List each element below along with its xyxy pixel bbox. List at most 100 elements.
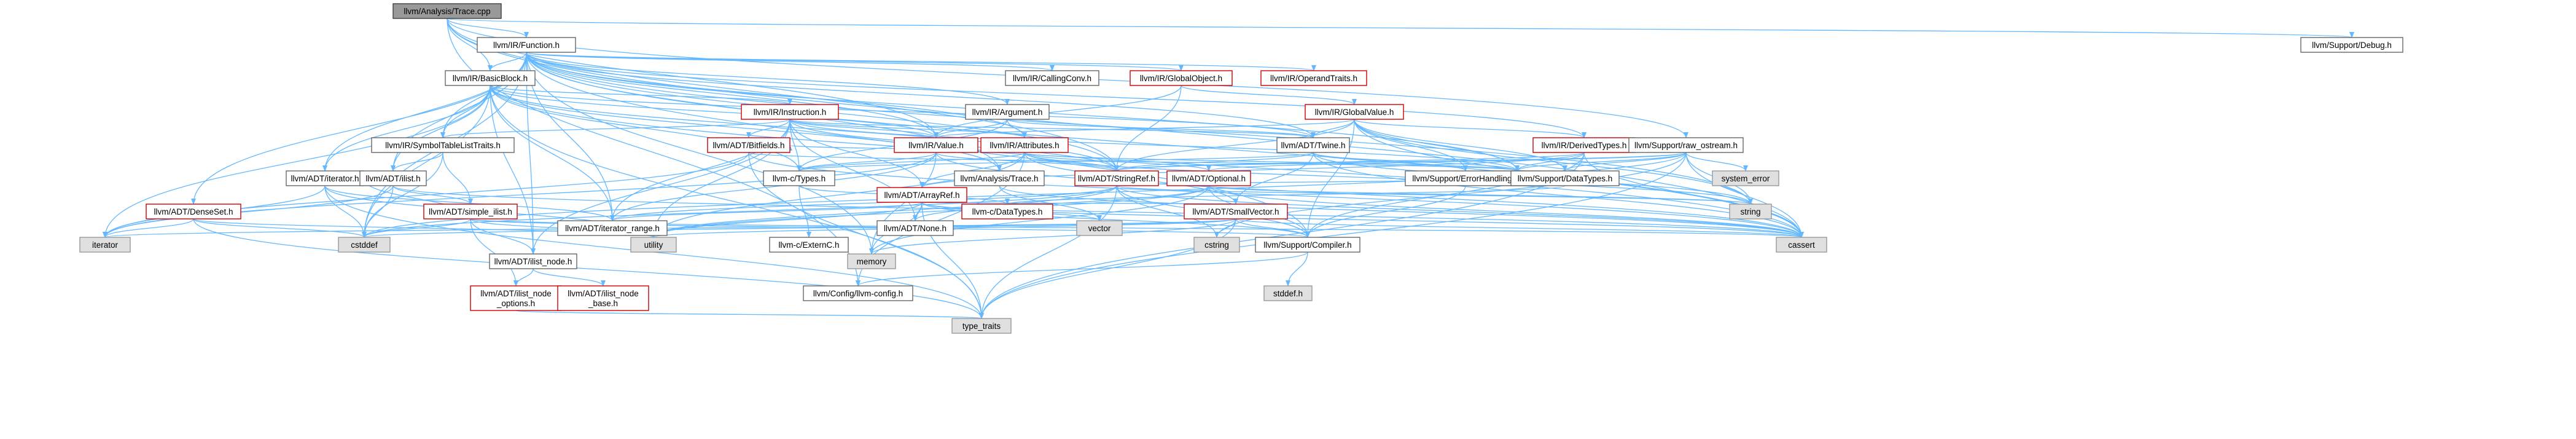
node-box	[803, 285, 913, 301]
node-box	[1263, 285, 1313, 301]
node-systemerror[interactable]: system_error	[1712, 170, 1779, 186]
node-rawostream[interactable]: llvm/Support/raw_ostream.h	[1628, 137, 1744, 153]
node-box	[769, 237, 849, 253]
node-box	[445, 70, 536, 86]
node-label: llvm/ADT/SmallVector.h	[1192, 207, 1279, 216]
node-argument[interactable]: llvm/IR/Argument.h	[965, 104, 1050, 120]
node-label: llvm/IR/DerivedTypes.h	[1542, 141, 1627, 150]
node-ilistnode[interactable]: llvm/ADT/ilist_node.h	[489, 253, 577, 269]
edge-function-to-value	[526, 52, 939, 138]
node-value[interactable]: llvm/IR/Value.h	[894, 137, 978, 153]
node-memory[interactable]: memory	[847, 253, 896, 269]
node-box	[1305, 104, 1404, 120]
node-label: llvm/ADT/ArrayRef.h	[884, 191, 959, 200]
edge-basicblock-to-stringref	[490, 85, 1119, 172]
node-cstring[interactable]: cstring	[1193, 237, 1240, 253]
node-ilistnodeopt[interactable]: llvm/ADT/ilist_node_options.h	[470, 285, 562, 311]
node-iteratorstd[interactable]: iterator	[79, 237, 131, 253]
node-vector[interactable]: vector	[1076, 220, 1123, 236]
node-label: llvm/ADT/iterator.h	[291, 174, 359, 183]
edge-iterator-to-cstddef	[324, 185, 367, 238]
node-label: llvm/IR/SymbolTableListTraits.h	[385, 141, 501, 150]
edge-globalvalue-to-derivedtypes	[1354, 119, 1587, 138]
edge-optional-to-string	[1208, 185, 1753, 205]
node-analysistrace[interactable]: llvm/Analysis/Trace.h	[954, 170, 1045, 186]
node-label: stddef.h	[1273, 289, 1303, 298]
node-attributes[interactable]: llvm/IR/Attributes.h	[980, 137, 1069, 153]
edge-value-to-ctypes	[797, 152, 937, 172]
node-iterator[interactable]: llvm/ADT/iterator.h	[286, 170, 364, 186]
node-operandtraits[interactable]: llvm/IR/OperandTraits.h	[1260, 70, 1367, 86]
node-cassert[interactable]: cassert	[1776, 237, 1827, 253]
node-box	[1712, 170, 1779, 186]
node-compiler[interactable]: llvm/Support/Compiler.h	[1255, 237, 1360, 253]
node-box	[1193, 237, 1240, 253]
node-utility[interactable]: utility	[630, 237, 677, 253]
node-root[interactable]: llvm/Analysis/Trace.cpp	[392, 3, 502, 19]
node-box	[951, 318, 1012, 334]
node-string[interactable]: string	[1729, 204, 1772, 220]
edge-derivedtypes-to-cassert	[1583, 152, 1804, 238]
node-stringref[interactable]: llvm/ADT/StringRef.h	[1074, 170, 1159, 186]
edge-stringref-to-typetraits	[979, 185, 1117, 319]
node-cdatatypes[interactable]: llvm-c/DataTypes.h	[961, 204, 1053, 220]
node-box	[371, 137, 515, 153]
node-label: llvm/IR/Value.h	[908, 141, 964, 150]
node-label: llvm/ADT/StringRef.h	[1078, 174, 1155, 183]
node-datatypes[interactable]: llvm/Support/DataTypes.h	[1510, 170, 1620, 186]
node-densemap[interactable]: llvm/ADT/DenseSet.h	[146, 204, 241, 220]
node-none[interactable]: llvm/ADT/None.h	[876, 220, 954, 236]
node-globalvalue[interactable]: llvm/IR/GlobalValue.h	[1305, 104, 1404, 120]
node-bitfields[interactable]: llvm/ADT/Bitfields.h	[707, 137, 790, 153]
node-debug[interactable]: llvm/Support/Debug.h	[2300, 37, 2403, 53]
node-label: cstring	[1204, 240, 1229, 250]
node-label: llvm/Support/ErrorHandling.h	[1412, 174, 1518, 183]
node-ilist[interactable]: llvm/ADT/ilist.h	[359, 170, 427, 186]
edge-root-to-config	[447, 18, 861, 287]
node-box	[1628, 137, 1744, 153]
node-instruction[interactable]: llvm/IR/Instruction.h	[741, 104, 839, 120]
node-config[interactable]: llvm/Config/llvm-config.h	[803, 285, 913, 301]
node-symtab[interactable]: llvm/IR/SymbolTableListTraits.h	[371, 137, 515, 153]
node-label: llvm/ADT/ilist_node	[568, 289, 639, 298]
edge-basicblock-to-instruction	[490, 85, 792, 105]
node-basicblock[interactable]: llvm/IR/BasicBlock.h	[445, 70, 536, 86]
edge-simpleilist-to-ilistnode	[470, 218, 536, 255]
node-label: system_error	[1722, 174, 1770, 183]
node-iteratorrange[interactable]: llvm/ADT/iterator_range.h	[557, 220, 668, 236]
edge-function-to-symtab	[440, 52, 527, 138]
node-ilistnodebase[interactable]: llvm/ADT/ilist_node_base.h	[557, 285, 649, 311]
edge-basicblock-to-iteratorrange	[490, 85, 615, 221]
node-simpleilist[interactable]: llvm/ADT/simple_ilist.h	[423, 204, 518, 220]
node-typetraits[interactable]: type_traits	[951, 318, 1012, 334]
edge-root-to-debug	[447, 18, 2354, 38]
edge-value-to-memory	[869, 152, 937, 255]
node-globalobject[interactable]: llvm/IR/GlobalObject.h	[1130, 70, 1233, 86]
node-function[interactable]: llvm/IR/Function.h	[477, 37, 576, 53]
node-twine[interactable]: llvm/ADT/Twine.h	[1276, 137, 1350, 153]
node-smallvector[interactable]: llvm/ADT/SmallVector.h	[1184, 204, 1288, 220]
edge-twine-to-cassert	[1313, 152, 1804, 238]
node-arrayref[interactable]: llvm/ADT/ArrayRef.h	[876, 187, 967, 203]
node-cstddef[interactable]: cstddef	[338, 237, 391, 253]
node-optional[interactable]: llvm/ADT/Optional.h	[1166, 170, 1251, 186]
edge-stringref-to-cstddef	[362, 185, 1117, 238]
node-ctypes[interactable]: llvm-c/Types.h	[763, 170, 835, 186]
node-label: llvm/ADT/iterator_range.h	[565, 224, 660, 233]
edge-arrayref-to-compiler	[921, 202, 1310, 238]
node-box	[338, 237, 391, 253]
node-callingconv[interactable]: llvm/IR/CallingConv.h	[1005, 70, 1099, 86]
edge-rawostream-to-cassert	[1685, 152, 1804, 238]
node-box	[1130, 70, 1233, 86]
edge-globalobject-to-value	[934, 85, 1182, 138]
edge-root-to-function	[447, 18, 529, 38]
edge-function-to-memory	[526, 52, 874, 255]
node-derivedtypes[interactable]: llvm/IR/DerivedTypes.h	[1532, 137, 1636, 153]
node-box	[1184, 204, 1288, 220]
node-box	[557, 220, 668, 236]
node-box	[359, 170, 427, 186]
node-externc[interactable]: llvm-c/ExternC.h	[769, 237, 849, 253]
node-stddef[interactable]: stddef.h	[1263, 285, 1313, 301]
node-errorhandling[interactable]: llvm/Support/ErrorHandling.h	[1405, 170, 1526, 186]
